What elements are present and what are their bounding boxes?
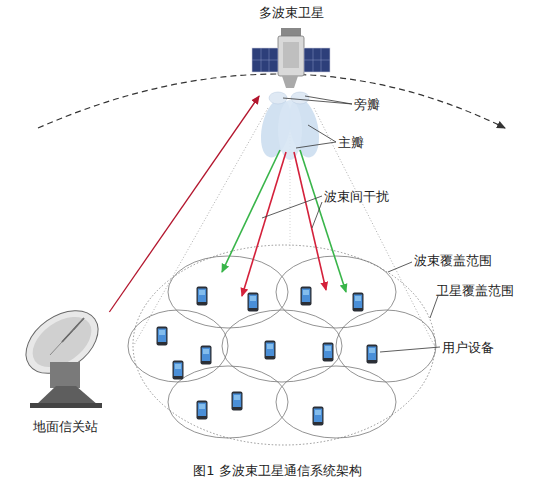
beam-arrow	[294, 152, 326, 290]
coverage-cone	[134, 108, 268, 345]
beam-lobes	[256, 92, 324, 160]
beam-arrow	[222, 150, 280, 272]
callout-label: 卫星覆盖范围	[436, 282, 514, 300]
gateway-node: 地面信关站	[10, 312, 120, 440]
satellite-icon	[252, 28, 330, 88]
beam-arrow	[242, 152, 286, 296]
satellite-coverage	[133, 245, 435, 445]
node-label: 多波束卫星	[250, 4, 332, 22]
beam-circles	[128, 256, 436, 438]
callout-label: 波束间干扰	[324, 188, 389, 206]
callout-label: 旁瓣	[354, 96, 380, 114]
callout-label: 用户设备	[442, 339, 494, 357]
satellite-node: 多波束卫星	[250, 4, 332, 96]
figure-caption: 图1 多波束卫星通信系统架构	[0, 462, 555, 480]
uplink-arrow	[109, 96, 259, 312]
user-devices	[157, 287, 378, 426]
coverage-cone	[314, 108, 434, 345]
callout-label: 波束覆盖范围	[414, 252, 492, 270]
callout-label: 主瓣	[338, 134, 364, 152]
leader-lines	[262, 96, 440, 352]
beam-arrow	[300, 150, 346, 292]
node-label: 地面信关站	[10, 418, 120, 436]
gateway-dish	[14, 298, 109, 408]
